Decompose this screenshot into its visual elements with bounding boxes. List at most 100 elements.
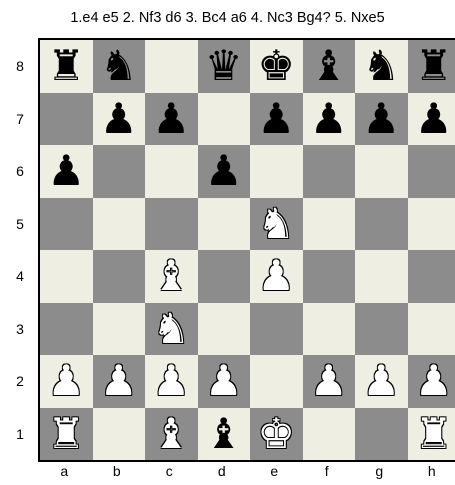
- white-king-icon[interactable]: ♚: [257, 413, 295, 455]
- square-c5[interactable]: [145, 198, 198, 251]
- square-c2[interactable]: ♟: [145, 355, 198, 408]
- white-pawn-icon[interactable]: ♟: [310, 360, 348, 402]
- square-a3[interactable]: [40, 303, 93, 356]
- square-d4[interactable]: [198, 250, 251, 303]
- black-pawn-icon[interactable]: ♟: [415, 98, 453, 140]
- square-f4[interactable]: [303, 250, 356, 303]
- square-f2[interactable]: ♟: [303, 355, 356, 408]
- black-knight-icon[interactable]: ♞: [362, 45, 400, 87]
- white-pawn-icon[interactable]: ♟: [415, 360, 453, 402]
- square-g5[interactable]: [355, 198, 408, 251]
- square-h1[interactable]: ♜: [408, 408, 455, 461]
- file-label-d: d: [196, 462, 249, 485]
- black-pawn-icon[interactable]: ♟: [100, 98, 138, 140]
- square-a4[interactable]: [40, 250, 93, 303]
- square-d2[interactable]: ♟: [198, 355, 251, 408]
- black-pawn-icon[interactable]: ♟: [310, 98, 348, 140]
- square-g3[interactable]: [355, 303, 408, 356]
- square-h8[interactable]: ♜: [408, 40, 455, 93]
- square-f8[interactable]: ♝: [303, 40, 356, 93]
- square-g7[interactable]: ♟: [355, 93, 408, 146]
- square-d5[interactable]: [198, 198, 251, 251]
- square-a1[interactable]: ♜: [40, 408, 93, 461]
- square-a6[interactable]: ♟: [40, 145, 93, 198]
- square-e3[interactable]: [250, 303, 303, 356]
- black-pawn-icon[interactable]: ♟: [205, 150, 243, 192]
- square-c8[interactable]: [145, 40, 198, 93]
- square-c3[interactable]: ♞: [145, 303, 198, 356]
- square-c4[interactable]: ♝: [145, 250, 198, 303]
- chess-board-frame: ♜ ♞ ♛ ♚ ♝ ♞ ♜ ♟ ♟ ♟ ♟ ♟ ♟ ♟ ♟ ♞ ♝ ♟ ♞ ♟ ♟ ♟ ♟ ♟ ♟ ♟ ♜ ♝ ♝ ♚ ♜: [38, 38, 455, 462]
- chess-board[interactable]: ♜ ♞ ♛ ♚ ♝ ♞ ♜ ♟ ♟ ♟ ♟ ♟ ♟ ♟ ♟ ♞ ♝ ♟ ♞ ♟ ♟ ♟ ♟ ♟ ♟ ♟ ♜ ♝ ♝ ♚ ♜: [40, 40, 455, 460]
- square-a5[interactable]: [40, 198, 93, 251]
- square-f6[interactable]: [303, 145, 356, 198]
- square-g6[interactable]: [355, 145, 408, 198]
- square-e6[interactable]: [250, 145, 303, 198]
- square-g2[interactable]: ♟: [355, 355, 408, 408]
- square-f1[interactable]: [303, 408, 356, 461]
- square-d3[interactable]: [198, 303, 251, 356]
- square-e7[interactable]: ♟: [250, 93, 303, 146]
- square-d1[interactable]: ♝: [198, 408, 251, 461]
- black-pawn-icon[interactable]: ♟: [257, 98, 295, 140]
- black-bishop-icon[interactable]: ♝: [205, 413, 243, 455]
- white-knight-icon[interactable]: ♞: [152, 308, 190, 350]
- black-rook-icon[interactable]: ♜: [415, 45, 453, 87]
- white-pawn-icon[interactable]: ♟: [257, 255, 295, 297]
- square-c7[interactable]: ♟: [145, 93, 198, 146]
- black-knight-icon[interactable]: ♞: [100, 45, 138, 87]
- square-a7[interactable]: [40, 93, 93, 146]
- square-b5[interactable]: [93, 198, 146, 251]
- square-e8[interactable]: ♚: [250, 40, 303, 93]
- black-rook-icon[interactable]: ♜: [47, 45, 85, 87]
- square-e4[interactable]: ♟: [250, 250, 303, 303]
- square-f7[interactable]: ♟: [303, 93, 356, 146]
- square-g4[interactable]: [355, 250, 408, 303]
- black-pawn-icon[interactable]: ♟: [47, 150, 85, 192]
- square-b4[interactable]: [93, 250, 146, 303]
- black-pawn-icon[interactable]: ♟: [152, 98, 190, 140]
- square-d8[interactable]: ♛: [198, 40, 251, 93]
- square-g1[interactable]: [355, 408, 408, 461]
- square-b6[interactable]: [93, 145, 146, 198]
- square-h6[interactable]: [408, 145, 455, 198]
- white-bishop-icon[interactable]: ♝: [152, 255, 190, 297]
- square-a2[interactable]: ♟: [40, 355, 93, 408]
- square-h2[interactable]: ♟: [408, 355, 455, 408]
- square-c6[interactable]: [145, 145, 198, 198]
- white-knight-icon[interactable]: ♞: [257, 203, 295, 245]
- square-h5[interactable]: [408, 198, 455, 251]
- black-bishop-icon[interactable]: ♝: [310, 45, 348, 87]
- square-h4[interactable]: [408, 250, 455, 303]
- white-pawn-icon[interactable]: ♟: [47, 360, 85, 402]
- square-b3[interactable]: [93, 303, 146, 356]
- square-e5[interactable]: ♞: [250, 198, 303, 251]
- square-d7[interactable]: [198, 93, 251, 146]
- square-e1[interactable]: ♚: [250, 408, 303, 461]
- square-b1[interactable]: [93, 408, 146, 461]
- square-h3[interactable]: [408, 303, 455, 356]
- square-h7[interactable]: ♟: [408, 93, 455, 146]
- white-bishop-icon[interactable]: ♝: [152, 413, 190, 455]
- square-d6[interactable]: ♟: [198, 145, 251, 198]
- square-b7[interactable]: ♟: [93, 93, 146, 146]
- square-b2[interactable]: ♟: [93, 355, 146, 408]
- white-pawn-icon[interactable]: ♟: [152, 360, 190, 402]
- white-rook-icon[interactable]: ♜: [47, 413, 85, 455]
- white-pawn-icon[interactable]: ♟: [100, 360, 138, 402]
- black-queen-icon[interactable]: ♛: [205, 45, 243, 87]
- square-e2[interactable]: [250, 355, 303, 408]
- white-rook-icon[interactable]: ♜: [415, 413, 453, 455]
- black-king-icon[interactable]: ♚: [257, 45, 295, 87]
- white-pawn-icon[interactable]: ♟: [205, 360, 243, 402]
- white-pawn-icon[interactable]: ♟: [362, 360, 400, 402]
- square-g8[interactable]: ♞: [355, 40, 408, 93]
- square-c1[interactable]: ♝: [145, 408, 198, 461]
- black-pawn-icon[interactable]: ♟: [362, 98, 400, 140]
- square-a8[interactable]: ♜: [40, 40, 93, 93]
- file-label-f: f: [301, 462, 354, 485]
- square-f5[interactable]: [303, 198, 356, 251]
- square-b8[interactable]: ♞: [93, 40, 146, 93]
- square-f3[interactable]: [303, 303, 356, 356]
